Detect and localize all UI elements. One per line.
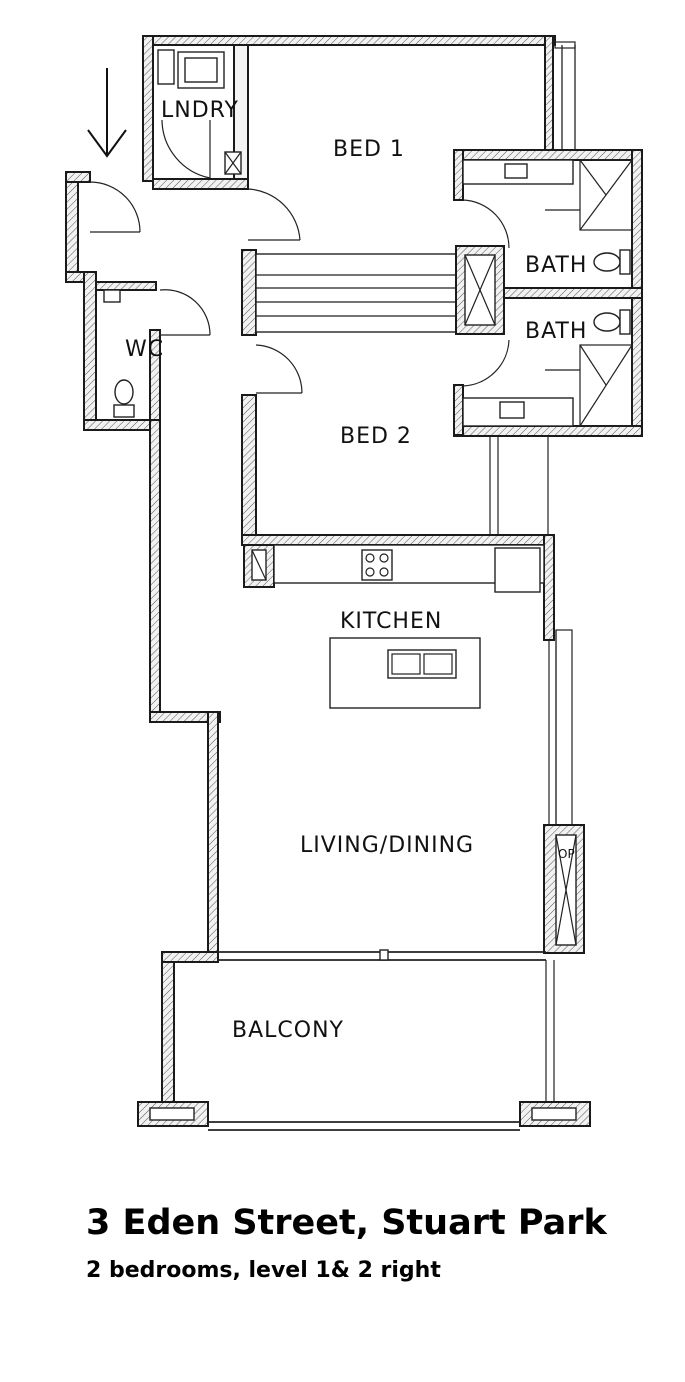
caption-subtitle: 2 bedrooms, level 1& 2 right: [86, 1258, 441, 1283]
room-label-laundry: LNDRY: [161, 98, 239, 123]
room-label-balcony: BALCONY: [232, 1018, 344, 1043]
bed2-room: BED 2: [241, 344, 549, 536]
room-label-bath1: BATH: [525, 253, 587, 278]
living-room: OP LIVING/DINING: [218, 629, 585, 961]
bed1-room: BED 1: [152, 137, 405, 241]
room-label-bath2: BATH: [525, 319, 587, 344]
room-label-bed2: BED 2: [340, 424, 412, 449]
kitchen-room: KITCHEN: [241, 534, 555, 709]
entry-arrow-icon: [87, 68, 127, 158]
floor-plan: LNDRY BED 1: [65, 35, 643, 1131]
room-label-living: LIVING/DINING: [300, 833, 474, 858]
exterior-walls: [65, 35, 576, 1103]
op-label: OP: [558, 847, 575, 861]
room-label-bed1: BED 1: [333, 137, 405, 162]
balcony-area: BALCONY: [137, 960, 591, 1131]
room-label-kitchen: KITCHEN: [340, 609, 442, 634]
bath-block: BATH BATH: [453, 149, 643, 437]
wc-room: WC: [89, 181, 211, 421]
wardrobe-corridor: [241, 245, 505, 336]
room-label-wc: WC: [125, 337, 164, 362]
laundry-room: LNDRY: [157, 44, 249, 180]
caption-title: 3 Eden Street, Stuart Park: [86, 1203, 607, 1243]
